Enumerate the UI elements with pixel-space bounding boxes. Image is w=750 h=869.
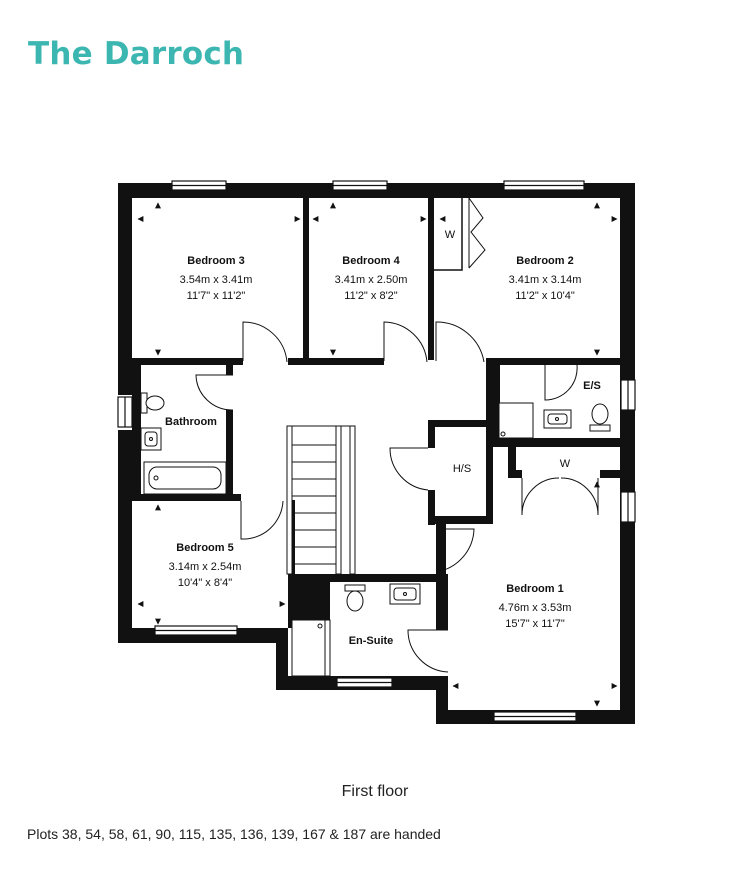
room-bedroom3: Bedroom 3 3.54m x 3.41m 11'7" x 11'2" [180, 255, 253, 302]
door-bed2 [435, 321, 485, 363]
walls [118, 183, 635, 724]
toilet-es [589, 403, 611, 432]
door-bed5 [240, 500, 284, 540]
basin-bathroom [140, 427, 162, 451]
door-bed3 [242, 321, 288, 363]
hot-store-label: H/S [453, 463, 471, 475]
staircase [286, 425, 356, 575]
toilet-bathroom [140, 392, 165, 414]
basin-ensuite [389, 583, 421, 605]
wall-bathroom-bottom [132, 494, 233, 501]
wall-bed1-top-left [436, 524, 446, 580]
wall-hs-bottom [428, 516, 492, 524]
fixtures [140, 392, 611, 677]
wardrobe-doors-bed1 [521, 477, 599, 516]
wall-bathroom-left-inner [132, 365, 141, 495]
bedroom4-metric: 3.41m x 2.50m [335, 274, 408, 286]
wall-ensuite-right [436, 580, 448, 630]
wall-hs-left-lower [428, 490, 435, 525]
basin-es [543, 409, 572, 429]
wall-es-bottom [493, 438, 620, 447]
wall-hs-top [428, 420, 492, 427]
door-es [544, 364, 578, 401]
ensuite-label: En-Suite [349, 635, 394, 647]
wardrobe-doors-bed2 [468, 197, 486, 269]
wall-wardrobe-bottom [508, 470, 522, 478]
door-ensuite [407, 629, 449, 673]
wall-bedrooms-bottom-right [486, 358, 620, 365]
room-bedroom4: Bedroom 4 3.41m x 2.50m 11'2" x 8'2" [335, 255, 408, 302]
bedroom2-metric: 3.41m x 3.14m [509, 274, 582, 286]
floor-plan: Bedroom 3 3.54m x 3.41m 11'7" x 11'2" Be… [117, 180, 636, 724]
bedroom3-metric: 3.54m x 3.41m [180, 274, 253, 286]
outer-wall-left-lower [118, 500, 132, 643]
outer-wall-left-upper [118, 183, 132, 395]
bedroom1-imperial: 15'7" x 11'7" [505, 618, 565, 630]
bedroom5-name: Bedroom 5 [176, 542, 233, 554]
bedroom3-name: Bedroom 3 [187, 255, 244, 267]
plots-note: Plots 38, 54, 58, 61, 90, 115, 135, 136,… [27, 826, 441, 842]
wardrobe-bed1-label: W [560, 458, 571, 470]
outer-wall-step-left [276, 628, 288, 690]
toilet-ensuite [344, 584, 366, 612]
development-title: The Darroch [28, 36, 245, 72]
wall-bathroom-right-lower [226, 410, 233, 500]
wall-bed3-bed4 [303, 198, 309, 360]
door-bathroom [195, 374, 234, 411]
door-hs [389, 447, 429, 491]
wall-wardrobe-bottom-right [600, 470, 620, 478]
wall-bed4-bed2 [428, 198, 434, 360]
doors [195, 197, 599, 673]
wall-stair-bottom [288, 574, 448, 582]
outer-wall-right [620, 183, 635, 724]
bedroom1-name: Bedroom 1 [506, 583, 563, 595]
wardrobe-bed2-label: W [445, 229, 456, 241]
es-label: E/S [583, 380, 601, 392]
shower-es [498, 402, 534, 439]
door-bed1 [435, 528, 475, 573]
bedroom5-imperial: 10'4" x 8'4" [178, 577, 232, 589]
bedroom5-metric: 3.14m x 2.54m [169, 561, 242, 573]
bedroom3-imperial: 11'7" x 11'2" [187, 290, 246, 302]
shower-ensuite [291, 619, 331, 677]
door-bed4 [383, 321, 428, 363]
wall-es-left-inner [493, 365, 500, 445]
room-bedroom2: Bedroom 2 3.41m x 3.14m 11'2" x 10'4" [509, 255, 582, 302]
wall-hs-left-upper [428, 420, 435, 448]
bedroom2-name: Bedroom 2 [516, 255, 573, 267]
bedroom1-metric: 4.76m x 3.53m [499, 602, 572, 614]
bathroom-label: Bathroom [165, 416, 217, 428]
wall-landing-bed5 [233, 494, 241, 501]
bedroom4-imperial: 11'2" x 8'2" [344, 290, 397, 302]
room-bedroom1: Bedroom 1 4.76m x 3.53m 15'7" x 11'7" [499, 583, 572, 630]
wall-ensuite-block [288, 582, 330, 622]
wall-bedrooms-bottom-mid [288, 358, 384, 365]
windows [117, 180, 636, 722]
room-bedroom5: Bedroom 5 3.14m x 2.54m 10'4" x 8'4" [169, 542, 242, 589]
bedroom2-imperial: 11'2" x 10'4" [515, 290, 575, 302]
wall-bedrooms-bottom-left [132, 358, 243, 365]
bedroom4-name: Bedroom 4 [342, 255, 400, 267]
wall-wardrobe-top-left [508, 447, 516, 477]
outer-wall-left-mid [118, 430, 132, 500]
floor-label: First floor [341, 783, 409, 800]
wall-bathroom-right [226, 365, 233, 375]
wall-hs-right [486, 365, 493, 524]
bathtub [143, 461, 227, 495]
